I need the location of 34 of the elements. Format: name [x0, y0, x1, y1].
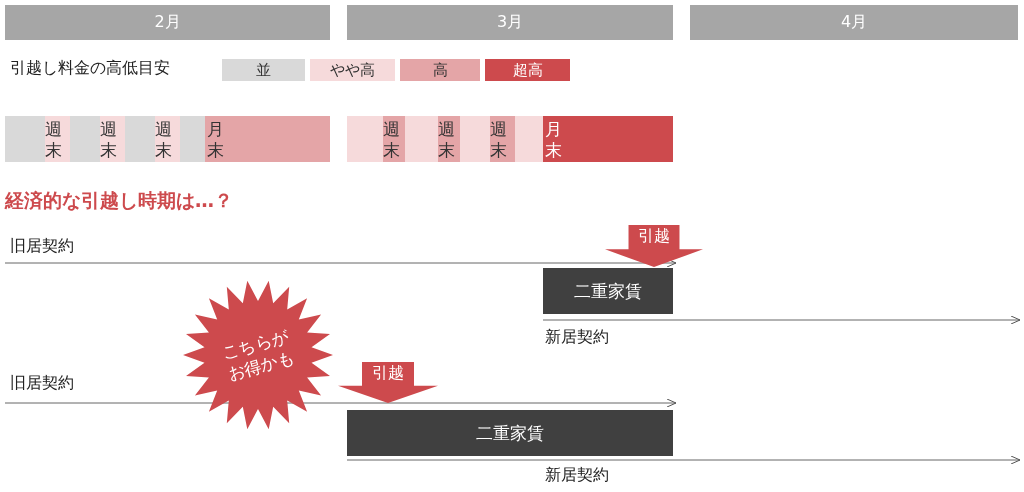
move-arrow-callout: 引越 [338, 362, 438, 403]
legend-swatch: やや高 [310, 59, 395, 81]
month-end-segment: 月末 [205, 116, 330, 162]
weekend-segment: 週末 [45, 116, 70, 162]
move-arrow-callout: 引越 [605, 225, 703, 267]
month-header-bar: 4月 [690, 5, 1018, 40]
contract-label: 新居契約 [545, 465, 609, 486]
legend-swatch: 高 [400, 59, 480, 81]
month-header-bar: 2月 [5, 5, 330, 40]
contract-label: 旧居契約 [10, 236, 74, 257]
legend-swatch: 並 [222, 59, 305, 81]
calendar-segment [347, 116, 383, 162]
calendar-segment [460, 116, 490, 162]
calendar-segment [405, 116, 438, 162]
calendar-segment [180, 116, 205, 162]
contract-label: 新居契約 [545, 327, 609, 348]
double-rent-box: 二重家賃 [543, 268, 673, 314]
month-header-bar: 3月 [347, 5, 673, 40]
calendar-segment [515, 116, 543, 162]
weekend-segment: 週末 [100, 116, 125, 162]
weekend-segment: 週末 [383, 116, 405, 162]
weekend-segment: 週末 [490, 116, 515, 162]
legend-heading: 引越し料金の高低目安 [10, 58, 170, 79]
calendar-segment [70, 116, 100, 162]
calendar-segment [125, 116, 155, 162]
title: 経済的な引越し時期は…？ [5, 188, 233, 213]
contract-label: 旧居契約 [10, 373, 74, 394]
calendar-segment [5, 116, 45, 162]
double-rent-box: 二重家賃 [347, 410, 673, 456]
weekend-segment: 週末 [438, 116, 460, 162]
weekend-segment: 週末 [155, 116, 180, 162]
legend-swatch: 超高 [485, 59, 570, 81]
starburst-callout: こちらがお得かも [183, 280, 333, 430]
month-end-segment: 月末 [543, 116, 673, 162]
